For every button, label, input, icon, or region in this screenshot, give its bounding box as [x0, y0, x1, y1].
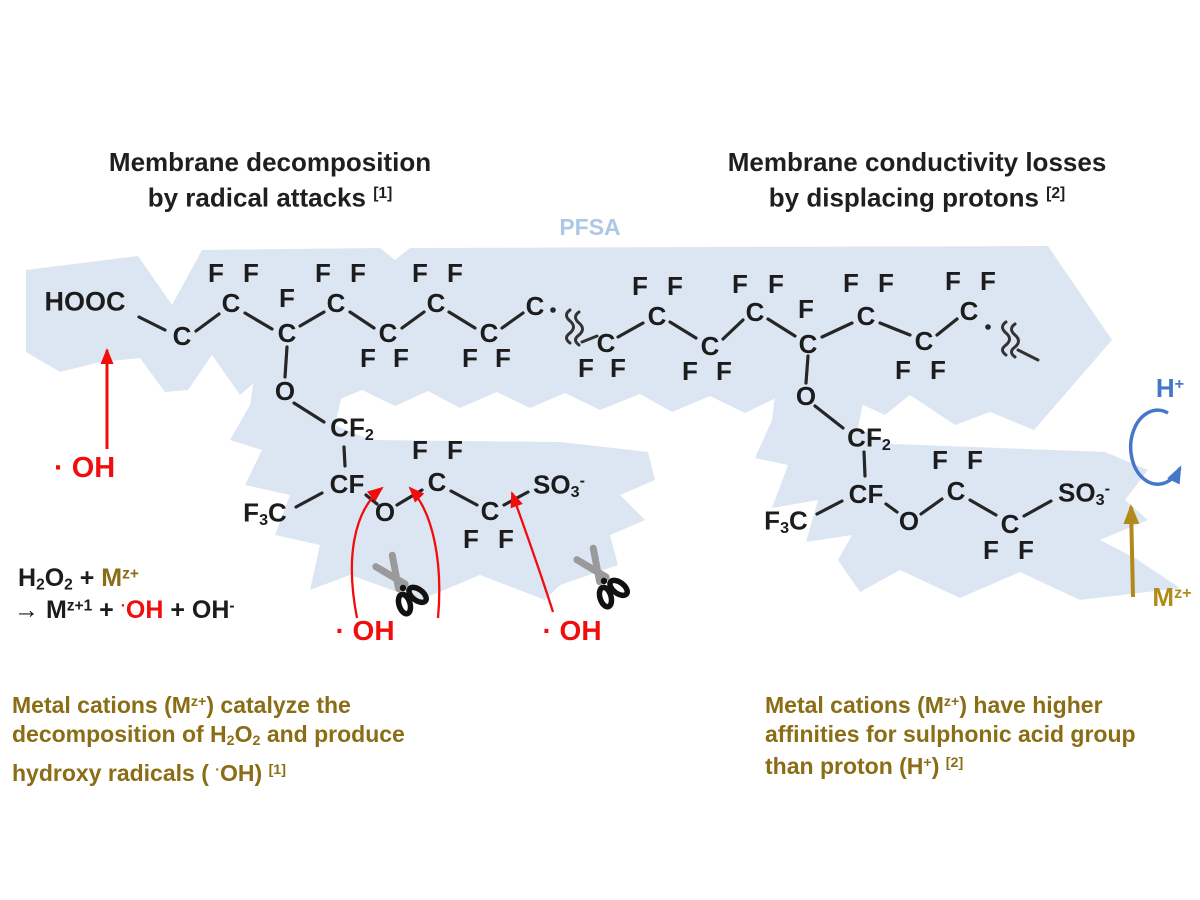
title-right-line2: by displacing protons: [768, 182, 1039, 213]
title-left-ref: [1]: [373, 185, 393, 202]
title-right: Membrane conductivity losses by displaci…: [687, 146, 1147, 214]
title-left-line1: Membrane decomposition: [108, 147, 432, 177]
title-right-line1: Membrane conductivity losses: [727, 147, 1107, 177]
title-left-line2: by radical attacks: [147, 182, 366, 213]
title-right-ref: [2]: [1046, 185, 1066, 202]
proton-exchange-arrow: [1128, 408, 1182, 486]
radical-attack-arrows: [100, 348, 555, 619]
membrane-shape: [26, 246, 1180, 600]
metal-cation-arrow: [1123, 504, 1140, 598]
title-left: Membrane decomposition by radical attack…: [70, 146, 470, 214]
chain-break-icon: [565, 308, 1040, 362]
